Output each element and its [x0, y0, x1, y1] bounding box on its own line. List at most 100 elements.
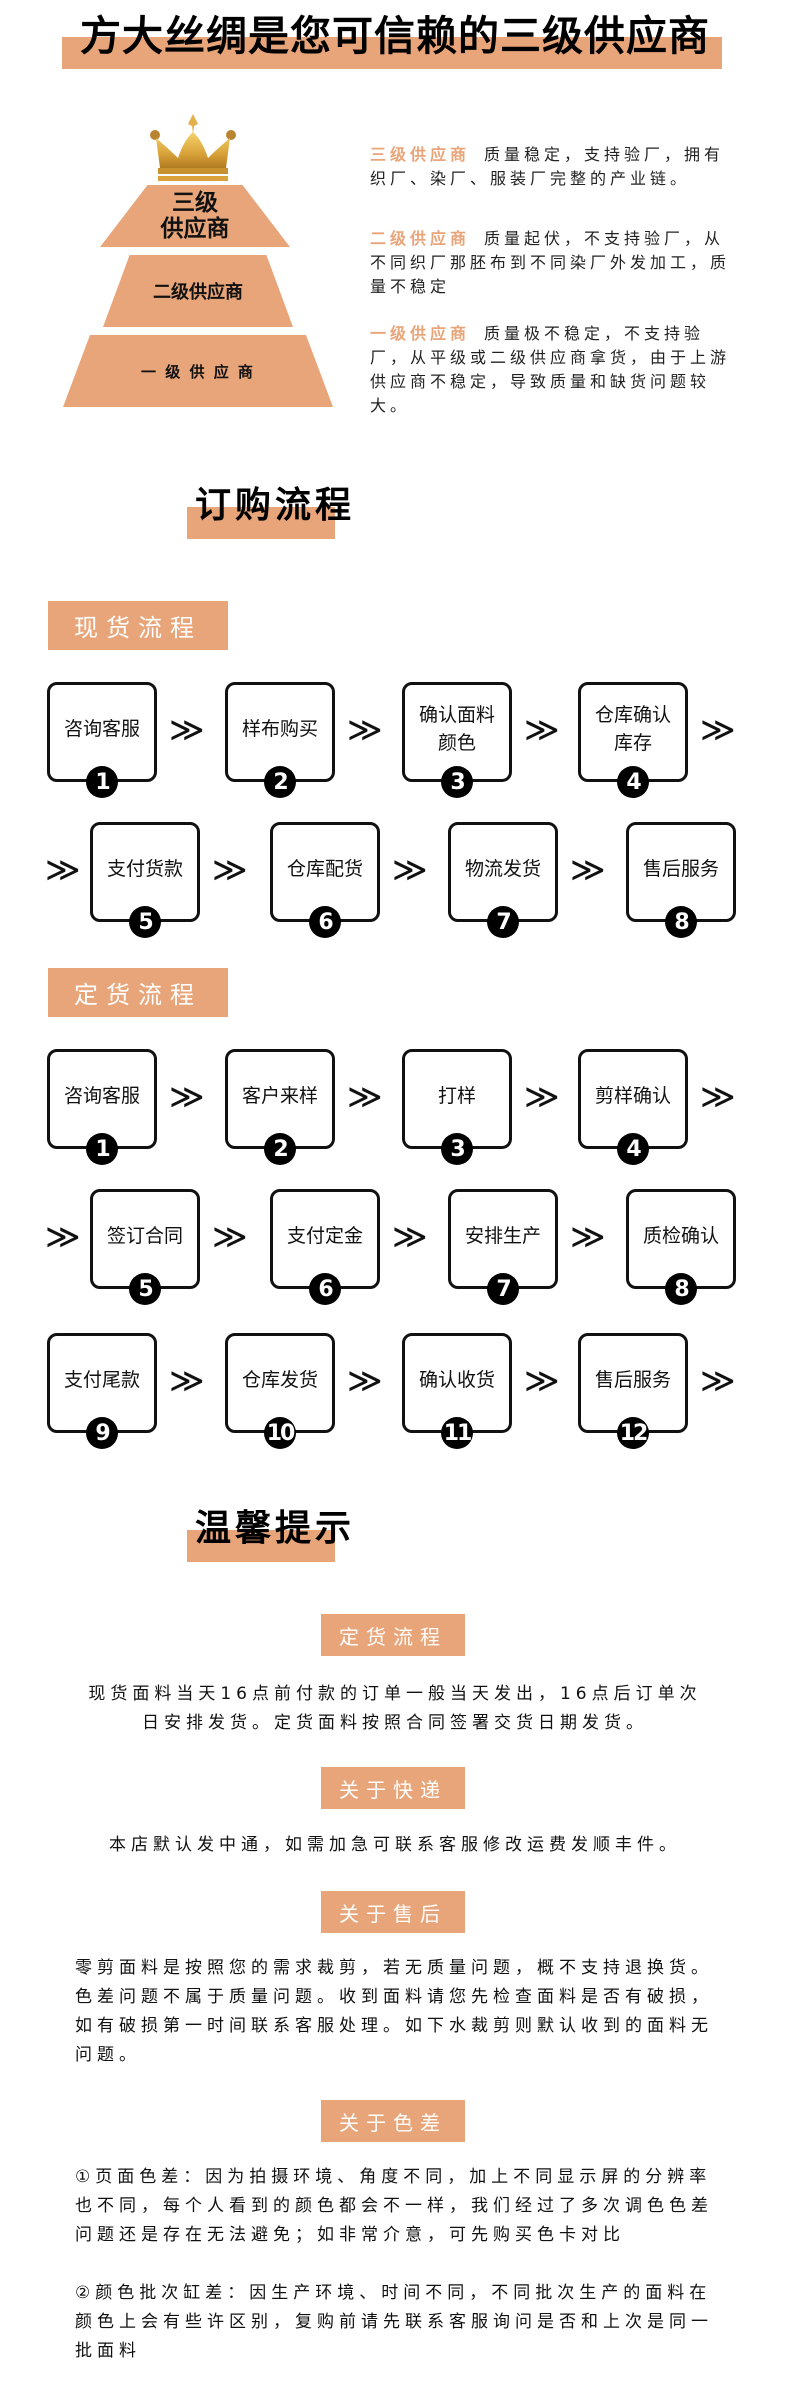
flow-step-label: 签订合同	[106, 1225, 183, 1247]
header-title-underlay	[62, 37, 722, 69]
double-chevron-right-icon: ≫	[169, 1077, 205, 1117]
flow-step-label: 质检确认	[642, 1225, 719, 1247]
double-chevron-right-icon: ≫	[524, 1077, 560, 1117]
step-number-badge: 7	[487, 1273, 519, 1305]
flow-step-label: 确认收货	[418, 1369, 495, 1391]
step-number-badge: 8	[665, 1273, 697, 1305]
double-chevron-right-icon: ≫	[570, 850, 606, 890]
pyramid-level-2-label: 二级供应商	[153, 282, 243, 303]
flow-step: 确认面料颜色 3	[402, 682, 512, 798]
flow-step: 签订合同 5	[90, 1189, 200, 1305]
double-chevron-right-icon: ≫	[347, 1077, 383, 1117]
double-chevron-right-icon: ≫	[700, 1077, 736, 1117]
pyramid-level-1-label: 一 级 供 应 商	[141, 362, 255, 381]
tip-label-shipping: 关于快递	[321, 1767, 465, 1809]
flow-step-label: 样布购买	[241, 718, 318, 740]
flow-step-label: 支付货款	[106, 858, 183, 880]
tip-label-color: 关于色差	[321, 2100, 465, 2142]
step-number-badge: 3	[441, 1133, 473, 1165]
step-number-badge: 5	[129, 906, 161, 938]
tip-text-shipping: 本店默认发中通，如需加急可联系客服修改运费发顺丰件。	[109, 1835, 681, 1855]
flow-step: 打样 3	[402, 1049, 512, 1165]
supplier-desc-tier3: 三级供应商质量稳定，支持验厂，拥有织厂、染厂、服装厂完整的产业链。	[370, 143, 735, 191]
step-number-badge: 12	[617, 1417, 649, 1449]
double-chevron-right-icon: ≫	[700, 710, 736, 750]
double-chevron-right-icon: ≫	[347, 710, 383, 750]
crown-icon	[148, 110, 238, 185]
custom-process-label: 定货流程	[48, 968, 228, 1017]
flow-step-label: 剪样确认	[594, 1085, 671, 1107]
supplier-desc-tier1: 一级供应商质量极不稳定，不支持验厂，从平级或二级供应商拿货，由于上游供应商不稳定…	[370, 322, 735, 418]
flow-step-label: 仓库配货	[286, 858, 363, 880]
flow-step-label: 确认面料颜色	[418, 704, 495, 754]
double-chevron-right-icon: ≫	[169, 710, 205, 750]
flow-step: 剪样确认 4	[578, 1049, 688, 1165]
step-number-badge: 4	[617, 1133, 649, 1165]
supplier-desc-tier2: 二级供应商质量起伏，不支持验厂，从不同织厂那胚布到不同染厂外发加工，质量不稳定	[370, 227, 735, 299]
step-number-badge: 9	[86, 1417, 118, 1449]
order-process-underlay	[187, 507, 335, 539]
tips-title: 温馨提示	[195, 1508, 356, 1549]
supplier-tier-text: 质量极不稳定，不支持验厂，从平级或二级供应商拿货，由于上游供应商不稳定，导致质量…	[370, 324, 731, 415]
flow-step-label: 仓库确认库存	[594, 704, 671, 754]
flow-step-label: 咨询客服	[63, 1085, 140, 1107]
step-number-badge: 10	[264, 1417, 296, 1449]
flow-step: 质检确认 8	[626, 1189, 736, 1305]
flow-step: 支付定金 6	[270, 1189, 380, 1305]
supplier-tier-label: 三级供应商	[370, 145, 471, 164]
double-chevron-right-icon: ≫	[347, 1361, 383, 1401]
supplier-tier-text: 质量稳定，支持验厂，拥有织厂、染厂、服装厂完整的产业链。	[370, 145, 725, 188]
flow-step-label: 客户来样	[241, 1085, 318, 1107]
pyramid-level-1: 一 级 供 应 商	[63, 335, 333, 407]
flow-step: 仓库发货 10	[225, 1333, 335, 1449]
tip-text-color-2: ②颜色批次缸差：因生产环境、时间不同，不同批次生产的面料在颜色上会有些许区别，复…	[75, 2283, 713, 2361]
step-number-badge: 1	[86, 1133, 118, 1165]
tip-text-aftersale: 零剪面料是按照您的需求裁剪，若无质量问题，概不支持退换货。色差问题不属于质量问题…	[75, 1958, 713, 2065]
double-chevron-right-icon: ≫	[524, 710, 560, 750]
step-number-badge: 2	[264, 1133, 296, 1165]
double-chevron-right-icon: ≫	[169, 1361, 205, 1401]
flow-step: 支付货款 5	[90, 822, 200, 938]
flow-step: 仓库确认库存 4	[578, 682, 688, 798]
pyramid-level-3: 三级供应商	[100, 185, 290, 247]
flow-step-label: 安排生产	[464, 1225, 541, 1247]
flow-step: 客户来样 2	[225, 1049, 335, 1165]
step-number-badge: 2	[264, 766, 296, 798]
step-number-badge: 3	[441, 766, 473, 798]
tip-text-order: 现货面料当天16点前付款的订单一般当天发出，16点后订单次日安排发货。定货面料按…	[88, 1684, 702, 1733]
flow-step-label: 支付定金	[286, 1225, 363, 1247]
double-chevron-right-icon: ≫	[570, 1217, 606, 1257]
step-number-badge: 1	[86, 766, 118, 798]
order-process-title: 订购流程	[195, 485, 356, 526]
step-number-badge: 4	[617, 766, 649, 798]
double-chevron-right-icon: ≫	[212, 1217, 248, 1257]
pyramid-level-3-line2: 供应商	[160, 216, 230, 242]
flow-step-label: 仓库发货	[241, 1369, 318, 1391]
step-number-badge: 5	[129, 1273, 161, 1305]
double-chevron-right-icon: ≫	[212, 850, 248, 890]
flow-step-label: 支付尾款	[63, 1369, 140, 1391]
step-number-badge: 7	[487, 906, 519, 938]
double-chevron-right-icon: ≫	[524, 1361, 560, 1401]
double-chevron-right-icon: ≫	[45, 1217, 81, 1257]
step-number-badge: 6	[309, 1273, 341, 1305]
step-number-badge: 11	[441, 1417, 473, 1449]
flow-step: 物流发货 7	[448, 822, 558, 938]
tip-label-aftersale: 关于售后	[321, 1891, 465, 1933]
double-chevron-right-icon: ≫	[392, 850, 428, 890]
double-chevron-right-icon: ≫	[392, 1217, 428, 1257]
pyramid-level-2: 二级供应商	[103, 255, 293, 327]
flow-step: 咨询客服 1	[47, 1049, 157, 1165]
page-title: 方大丝绸是您可信赖的三级供应商	[80, 12, 710, 60]
flow-step-label: 物流发货	[464, 858, 541, 880]
flow-step-label: 售后服务	[642, 858, 719, 880]
tip-text-color-1: ①页面色差：因为拍摄环境、角度不同，加上不同显示屏的分辨率也不同，每个人看到的颜…	[75, 2167, 713, 2245]
double-chevron-right-icon: ≫	[700, 1361, 736, 1401]
flow-step: 支付尾款 9	[47, 1333, 157, 1449]
flow-step-label: 打样	[437, 1085, 476, 1107]
pyramid-level-3-line1: 三级	[172, 190, 218, 216]
